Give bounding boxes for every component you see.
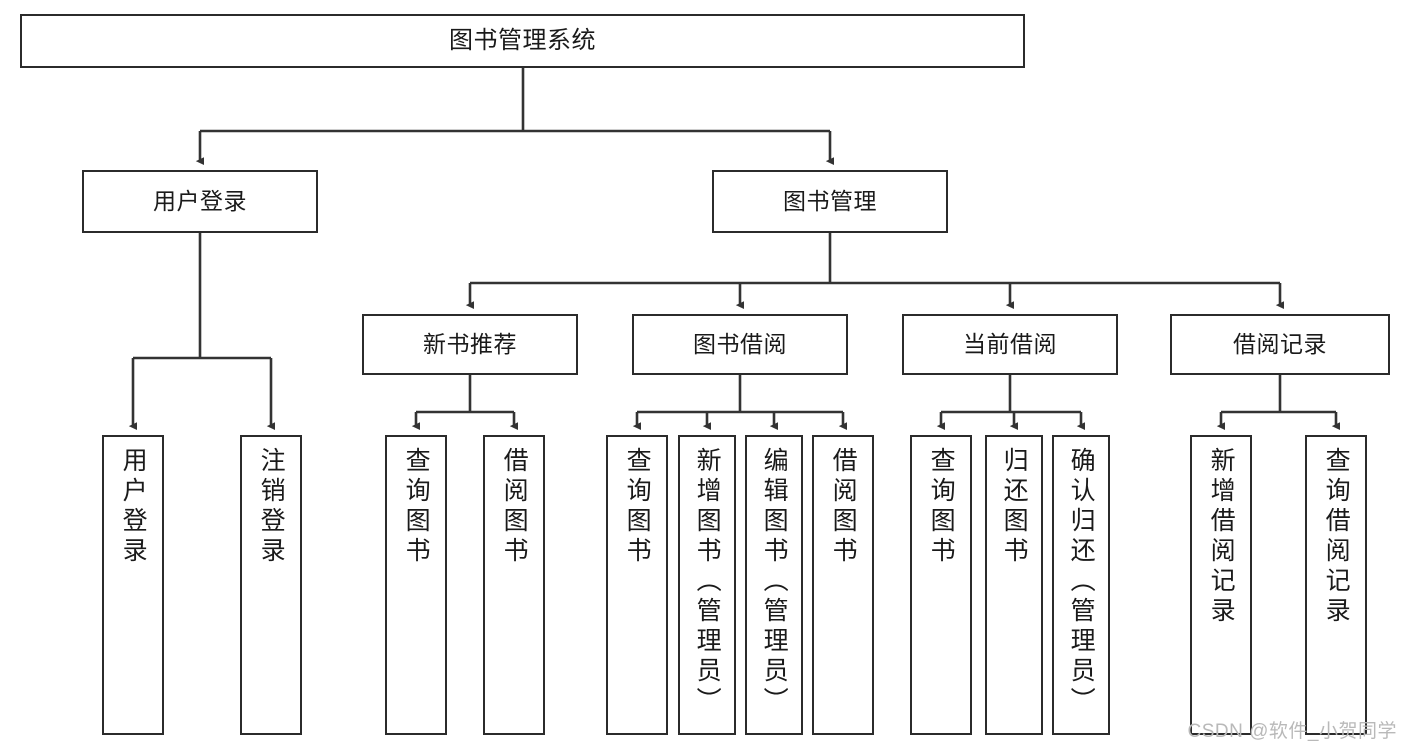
node-label: 用户登录 (153, 187, 247, 214)
node-leaf-query-borrow-record[interactable]: 查询借阅记录 (1305, 435, 1367, 735)
node-leaf-confirm-return-admin[interactable]: 确认归还（管理员） (1052, 435, 1110, 735)
node-label: 用户登录 (119, 447, 148, 567)
node-leaf-query-book-1[interactable]: 查询图书 (385, 435, 447, 735)
node-book-management[interactable]: 图书管理 (712, 170, 948, 233)
node-current-borrow[interactable]: 当前借阅 (902, 314, 1118, 375)
node-label: 查询图书 (623, 447, 652, 567)
node-label: 确认归还（管理员） (1067, 447, 1096, 717)
node-leaf-user-login[interactable]: 用户登录 (102, 435, 164, 735)
node-borrow-record[interactable]: 借阅记录 (1170, 314, 1390, 375)
node-label: 借阅记录 (1233, 330, 1327, 357)
node-leaf-add-borrow-record[interactable]: 新增借阅记录 (1190, 435, 1252, 735)
node-book-borrow[interactable]: 图书借阅 (632, 314, 848, 375)
node-leaf-borrow-book-2[interactable]: 借阅图书 (812, 435, 874, 735)
node-leaf-query-book-2[interactable]: 查询图书 (606, 435, 668, 735)
node-user-login[interactable]: 用户登录 (82, 170, 318, 233)
node-leaf-query-book-3[interactable]: 查询图书 (910, 435, 972, 735)
node-label: 查询图书 (927, 447, 956, 567)
node-label: 编辑图书（管理员） (760, 447, 789, 717)
node-label: 查询借阅记录 (1322, 447, 1351, 627)
node-label: 图书管理系统 (449, 26, 596, 54)
node-leaf-return-book[interactable]: 归还图书 (985, 435, 1043, 735)
node-label: 归还图书 (1000, 447, 1029, 567)
node-leaf-borrow-book-1[interactable]: 借阅图书 (483, 435, 545, 735)
node-label: 新增图书（管理员） (693, 447, 722, 717)
node-label: 图书管理 (783, 187, 877, 214)
node-new-book-recommend[interactable]: 新书推荐 (362, 314, 578, 375)
node-root-system[interactable]: 图书管理系统 (20, 14, 1025, 68)
node-label: 查询图书 (402, 447, 431, 567)
csdn-watermark: CSDN @软件_小贺同学 (1187, 721, 1397, 742)
node-label: 注销登录 (257, 447, 286, 567)
node-label: 新书推荐 (423, 330, 517, 357)
node-label: 新增借阅记录 (1207, 447, 1236, 627)
node-label: 当前借阅 (963, 330, 1057, 357)
node-leaf-add-book-admin[interactable]: 新增图书（管理员） (678, 435, 736, 735)
node-label: 图书借阅 (693, 330, 787, 357)
node-label: 借阅图书 (500, 447, 529, 567)
node-label: 借阅图书 (829, 447, 858, 567)
node-leaf-edit-book-admin[interactable]: 编辑图书（管理员） (745, 435, 803, 735)
node-leaf-user-logout[interactable]: 注销登录 (240, 435, 302, 735)
